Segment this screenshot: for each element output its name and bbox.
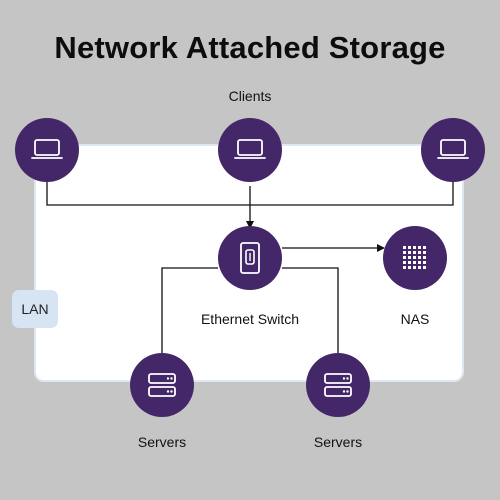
switch-to-right-server-line xyxy=(282,267,339,353)
clients-label: Clients xyxy=(228,88,272,104)
nas-grid-cell xyxy=(408,246,411,249)
nas-grid-cell xyxy=(403,266,406,269)
nas-grid-cell xyxy=(413,246,416,249)
servers-left-label: Servers xyxy=(137,434,187,450)
switch-to-left-server-line xyxy=(161,267,218,353)
nas-grid-cell xyxy=(403,251,406,254)
diagram-title: Network Attached Storage xyxy=(54,30,446,65)
nas-grid-cell xyxy=(423,251,426,254)
nas-grid-cell xyxy=(403,256,406,259)
nas-grid-cell xyxy=(403,246,406,249)
ethernet-switch-icon xyxy=(240,242,260,274)
nas-grid-cell xyxy=(423,256,426,259)
client-node-right xyxy=(421,118,485,182)
client-node-center xyxy=(218,118,282,182)
nas-label: NAS xyxy=(400,311,430,327)
nas-grid-cell xyxy=(403,261,406,264)
nas-grid-cell xyxy=(423,266,426,269)
nas-grid-cell xyxy=(418,261,421,264)
nas-node xyxy=(383,226,447,290)
laptop-icon xyxy=(234,139,266,159)
nas-grid-cell xyxy=(413,266,416,269)
nas-grid-cell xyxy=(413,256,416,259)
ethernet-switch-node xyxy=(218,226,282,290)
nas-grid-cell xyxy=(418,266,421,269)
server-icon xyxy=(148,373,176,397)
ethernet-switch-label: Ethernet Switch xyxy=(200,311,300,327)
nas-grid-cell xyxy=(423,246,426,249)
server-icon xyxy=(324,373,352,397)
nas-grid-cell xyxy=(413,261,416,264)
laptop-icon xyxy=(437,139,469,159)
nas-grid-cell xyxy=(413,251,416,254)
servers-right-label: Servers xyxy=(313,434,363,450)
nas-grid-icon xyxy=(403,246,426,269)
laptop-icon xyxy=(31,139,63,159)
nas-grid-cell xyxy=(408,251,411,254)
nas-grid-cell xyxy=(418,246,421,249)
nas-grid-cell xyxy=(408,266,411,269)
lan-label: LAN xyxy=(21,301,49,317)
nas-grid-cell xyxy=(423,261,426,264)
server-node-right xyxy=(306,353,370,417)
nas-grid-cell xyxy=(408,256,411,259)
client-node-left xyxy=(15,118,79,182)
nas-grid-cell xyxy=(418,256,421,259)
server-node-left xyxy=(130,353,194,417)
nas-grid-cell xyxy=(408,261,411,264)
nas-grid-cell xyxy=(418,251,421,254)
lan-badge: LAN xyxy=(12,290,58,328)
